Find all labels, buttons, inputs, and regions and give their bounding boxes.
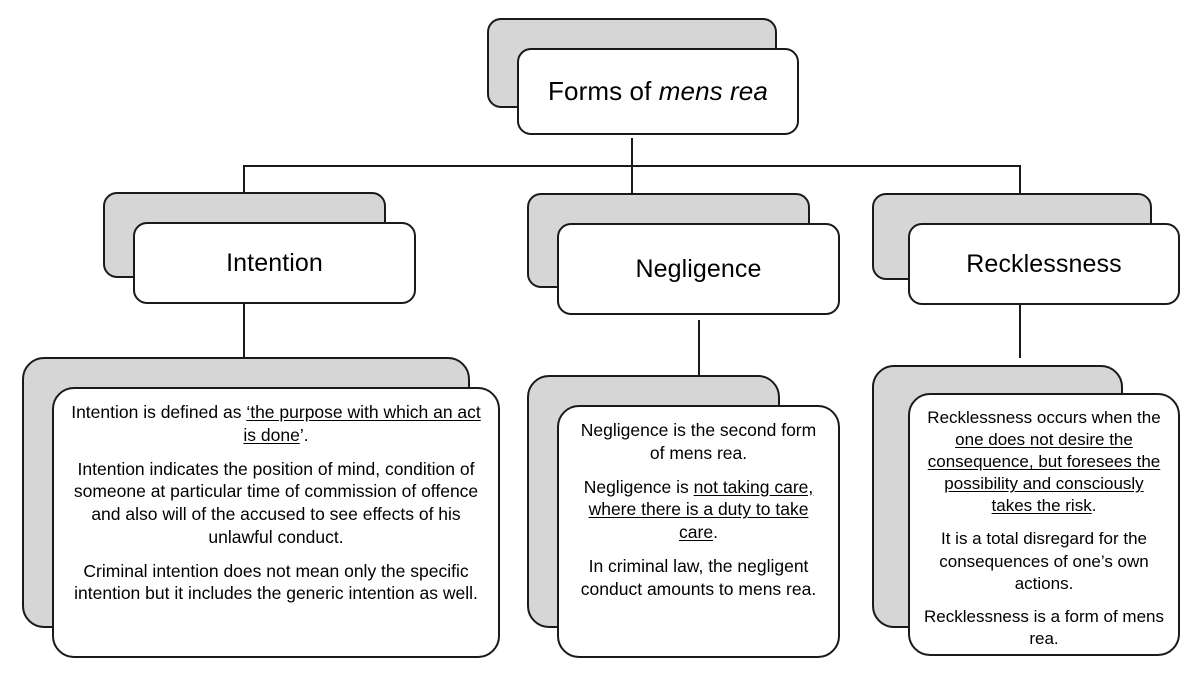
detail-paragraph: Intention is defined as ‘the purpose wit… xyxy=(68,401,484,447)
negligence-label: Negligence xyxy=(635,254,762,283)
recklessness-label: Recklessness xyxy=(966,249,1122,278)
detail-paragraph: Recklessness is a form of mens rea. xyxy=(924,606,1164,650)
plain-phrase: . xyxy=(713,522,718,542)
plain-phrase: Negligence is the second form of mens re… xyxy=(580,420,817,463)
connector-down-recklessness xyxy=(1019,165,1021,193)
connector-intention-to-details xyxy=(243,303,245,358)
plain-phrase: In criminal law, the negligent conduct a… xyxy=(580,555,817,599)
detail-paragraph: In criminal law, the negligent conduct a… xyxy=(573,555,824,601)
underlined-phrase: ‘the purpose with which an act is done xyxy=(243,402,481,445)
intention-card[interactable]: Intention xyxy=(133,222,416,304)
connector-recklessness-to-details xyxy=(1019,305,1021,358)
detail-paragraph: Criminal intention does not mean only th… xyxy=(68,560,484,606)
connector-down-negligence xyxy=(631,165,633,196)
plain-phrase: . xyxy=(1091,496,1097,516)
recklessness-card[interactable]: Recklessness xyxy=(908,223,1180,305)
detail-paragraph: Negligence is not taking care, where the… xyxy=(573,476,824,544)
plain-phrase: It is a total disregard for the conseque… xyxy=(939,529,1149,593)
connector-down-intention xyxy=(243,165,245,193)
underlined-phrase: one does not desire the consequence, but… xyxy=(927,430,1161,516)
detail-paragraph: It is a total disregard for the conseque… xyxy=(924,528,1164,594)
intention-details-card[interactable]: Intention is defined as ‘the purpose wit… xyxy=(52,387,500,658)
plain-phrase: Intention indicates the position of mind… xyxy=(73,458,479,547)
plain-phrase: Criminal intention does not mean only th… xyxy=(74,560,478,604)
negligence-card[interactable]: Negligence xyxy=(557,223,840,315)
intention-label: Intention xyxy=(226,248,323,277)
root-label: Forms of mens rea xyxy=(548,76,768,107)
plain-phrase: ’. xyxy=(299,424,309,445)
connector-negligence-to-details xyxy=(698,320,700,376)
detail-paragraph: Intention indicates the position of mind… xyxy=(68,458,484,549)
detail-paragraph: Recklessness occurs when the one does no… xyxy=(924,407,1164,517)
plain-phrase: Recklessness occurs when the xyxy=(927,408,1161,427)
underlined-phrase: not taking care, where there is a duty t… xyxy=(588,476,814,543)
root-card[interactable]: Forms of mens rea xyxy=(517,48,799,135)
root-label-italic: mens rea xyxy=(658,76,768,106)
recklessness-details-card[interactable]: Recklessness occurs when the one does no… xyxy=(908,393,1180,656)
detail-paragraph: Negligence is the second form of mens re… xyxy=(573,419,824,465)
plain-phrase: Recklessness is a form of mens rea. xyxy=(924,606,1164,648)
plain-phrase: Negligence is xyxy=(583,476,694,497)
connector-root-down xyxy=(631,138,633,166)
negligence-details-card[interactable]: Negligence is the second form of mens re… xyxy=(557,405,840,658)
plain-phrase: Intention is defined as xyxy=(71,402,247,422)
root-label-plain: Forms of xyxy=(548,76,659,106)
